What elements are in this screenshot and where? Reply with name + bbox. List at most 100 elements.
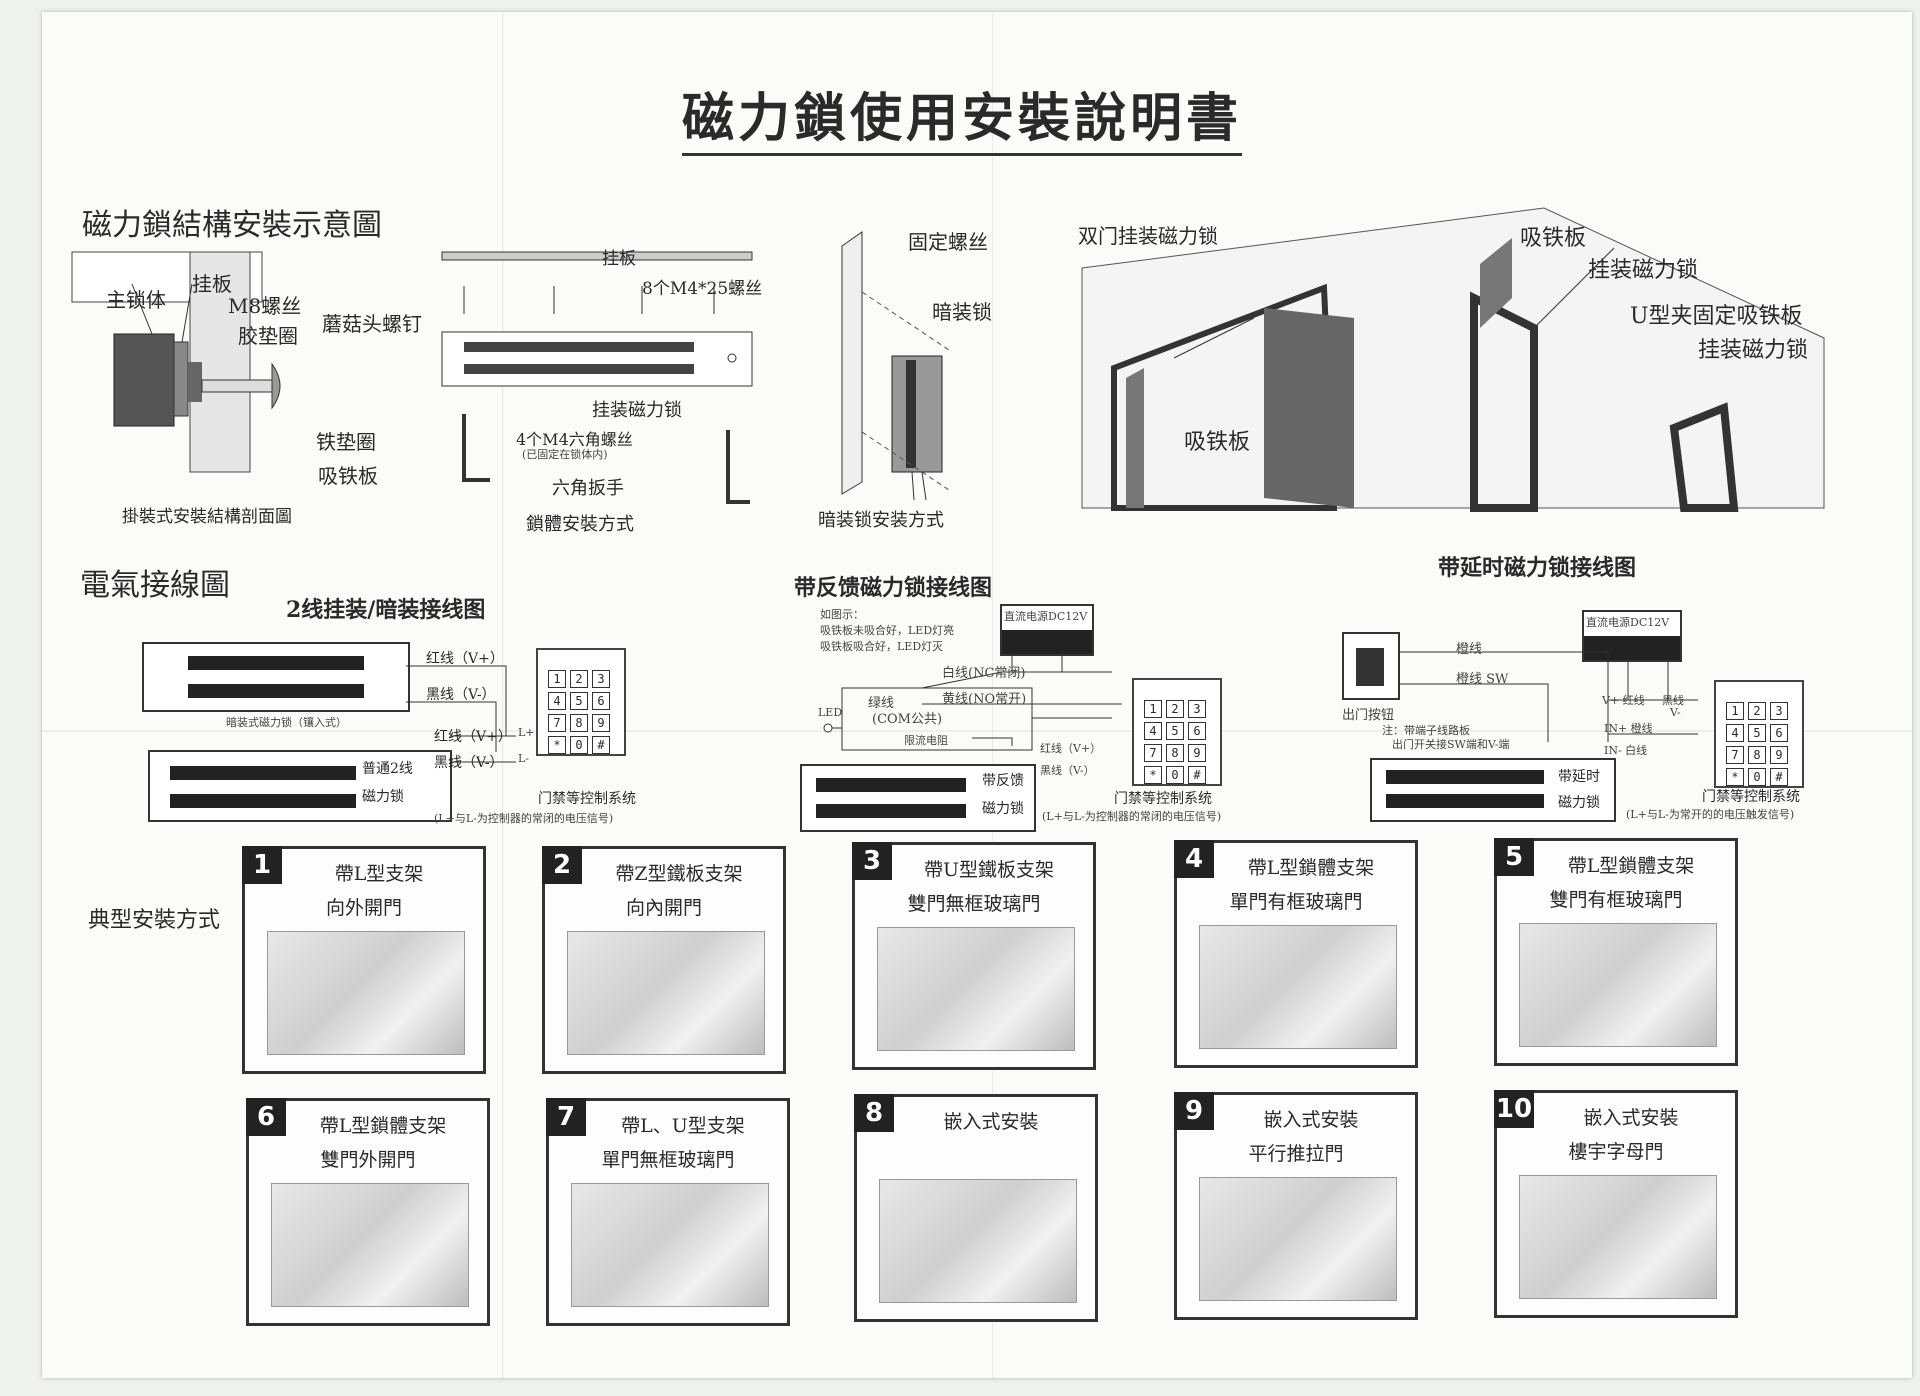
wire-black-feedback: 黑线（V-） <box>1040 764 1095 777</box>
panel-number: 7 <box>546 1098 586 1136</box>
keypad-key: 7 <box>1726 746 1744 764</box>
label-mushroom-screw: 蘑菇头螺钉 <box>322 312 422 336</box>
delay-lines <box>1398 651 1698 742</box>
led-label: LED <box>818 706 843 719</box>
label-iron-washer: 铁垫圈 <box>316 430 376 454</box>
keypad-key: 8 <box>1166 744 1184 762</box>
keypad-key: 1 <box>548 670 566 688</box>
label-hang-plate-2: 挂板 <box>602 249 636 269</box>
normal-lock-label-1: 普通2线 <box>362 761 413 777</box>
label-armature: 吸铁板 <box>318 464 378 488</box>
lock-mount-diagram <box>441 251 753 504</box>
delay-title: 带延时磁力锁接线图 <box>1438 555 1637 581</box>
keypad-key: * <box>1726 768 1744 786</box>
panel-photo <box>571 1183 769 1307</box>
wire-black-delay: 黑线 <box>1662 694 1684 707</box>
wire-red-1: 红线（V+） <box>426 651 504 667</box>
keypad-key: 6 <box>592 692 610 710</box>
panel-number: 10 <box>1494 1090 1534 1128</box>
panel-number: 6 <box>246 1098 286 1136</box>
keypad-key: 8 <box>1748 746 1766 764</box>
keypad-key: 7 <box>1144 744 1162 762</box>
note-two-wire: (L+与L-为控制器的常闭的电压信号) <box>434 812 614 825</box>
keypad-key: 0 <box>1166 766 1184 784</box>
note-delay: (L+与L-为常开的的电压触发信号) <box>1626 808 1795 821</box>
delay-lock-box <box>1370 758 1616 822</box>
keypad-key: * <box>1144 766 1162 784</box>
keypad-key: 9 <box>592 714 610 732</box>
wire-vminus: V- <box>1670 706 1681 719</box>
panel-door-label: 雙門無框玻璃門 <box>907 893 1041 915</box>
panel-photo <box>1199 1177 1397 1301</box>
keypad-key: 4 <box>1726 724 1744 742</box>
keypad-key: 9 <box>1188 744 1206 762</box>
wire-in-minus: IN- 白线 <box>1604 744 1648 757</box>
instruction-sheet: 磁力鎖使用安裝說明書 磁力鎖結構安裝示意圖 主锁体 挂板 M8螺丝 胶垫圈 蘑菇… <box>42 12 1912 1378</box>
feedback-lines <box>823 652 1122 751</box>
panel-number: 9 <box>1174 1092 1214 1130</box>
label-double-door: 双门挂装磁力锁 <box>1078 224 1218 248</box>
label-surface-lock: 挂装磁力锁 <box>592 400 682 421</box>
panel-bracket-label: 帶U型鐵板支架 <box>923 859 1054 881</box>
control-label-delay: 门禁等控制系统 <box>1702 789 1800 805</box>
keypad-key: 5 <box>1748 724 1766 742</box>
panel-bracket-label: 帶L型鎖體支架 <box>1567 855 1695 877</box>
label-screws: 8个M4*25螺丝 <box>642 279 763 299</box>
concealed-lock-label: 暗装式磁力锁（镶入式） <box>226 716 347 729</box>
delay-note-b: 出门开关接SW端和V-端 <box>1392 738 1510 751</box>
wire-vplus: V+ 红线 <box>1602 694 1645 707</box>
panel-number: 1 <box>242 846 282 884</box>
feedback-lock-2: 磁力锁 <box>982 801 1024 817</box>
delay-note-a: 注：带端子线路板 <box>1382 724 1470 737</box>
control-label-two-wire: 门禁等控制系统 <box>538 791 636 807</box>
panel-bracket-label: 帶L型支架 <box>334 863 424 885</box>
feedback-note-1: 如图示： <box>820 608 864 621</box>
panel-bracket-label: 嵌入式安裝 <box>1583 1107 1679 1129</box>
psu-delay: 直流电源DC12V <box>1582 610 1682 662</box>
panel-photo <box>1199 925 1397 1049</box>
keypad-key: # <box>1188 766 1206 784</box>
panel-door-label: 樓宇字母門 <box>1568 1141 1664 1163</box>
section-caption: 掛裝式安裝結構剖面圖 <box>122 507 292 527</box>
label-rubber-ring: 胶垫圈 <box>238 324 298 348</box>
panel-bracket-label: 帶Z型鐵板支架 <box>615 863 743 885</box>
normal-lock-label-2: 磁力锁 <box>362 789 404 805</box>
label-hex-note: (已固定在锁体内) <box>522 448 608 461</box>
label-hang-plate: 挂板 <box>192 272 232 296</box>
fold-line <box>502 12 504 1378</box>
keypad-key: # <box>592 736 610 754</box>
keypad-key: 1 <box>1144 700 1162 718</box>
keypad-key: 6 <box>1770 724 1788 742</box>
terminal-lplus: L+ <box>518 726 535 739</box>
mount-caption: 鎖體安裝方式 <box>526 514 634 535</box>
exit-label: 出门按钮 <box>1342 708 1395 723</box>
label-fix-screw: 固定螺丝 <box>908 230 988 254</box>
keypad-key: 3 <box>1188 700 1206 718</box>
wire-red-2: 红线（V+） <box>434 729 512 745</box>
wire-red-feedback: 红线（V+） <box>1040 742 1102 755</box>
label-surface-lock-door-2: 挂装磁力锁 <box>1698 338 1809 363</box>
keypad-key: 5 <box>570 692 588 710</box>
install-panel-3: 3 帶U型鐵板支架雙門無框玻璃門 <box>852 842 1096 1070</box>
keypad-key: 2 <box>1748 702 1766 720</box>
page-title: 磁力鎖使用安裝說明書 <box>682 76 1243 156</box>
concealed-lock-box <box>142 642 410 712</box>
concealed-caption: 暗装锁安装方式 <box>818 510 944 531</box>
keypad-key: 2 <box>1166 700 1184 718</box>
panel-number: 3 <box>852 842 892 880</box>
panel-bracket-label: 嵌入式安裝 <box>943 1111 1039 1133</box>
exit-button <box>1342 632 1400 700</box>
wire-orange-sw: 橙线 SW <box>1456 672 1509 687</box>
keypad-key: 8 <box>570 714 588 732</box>
keypad-key: 3 <box>592 670 610 688</box>
terminal-lminus: L- <box>518 752 530 765</box>
